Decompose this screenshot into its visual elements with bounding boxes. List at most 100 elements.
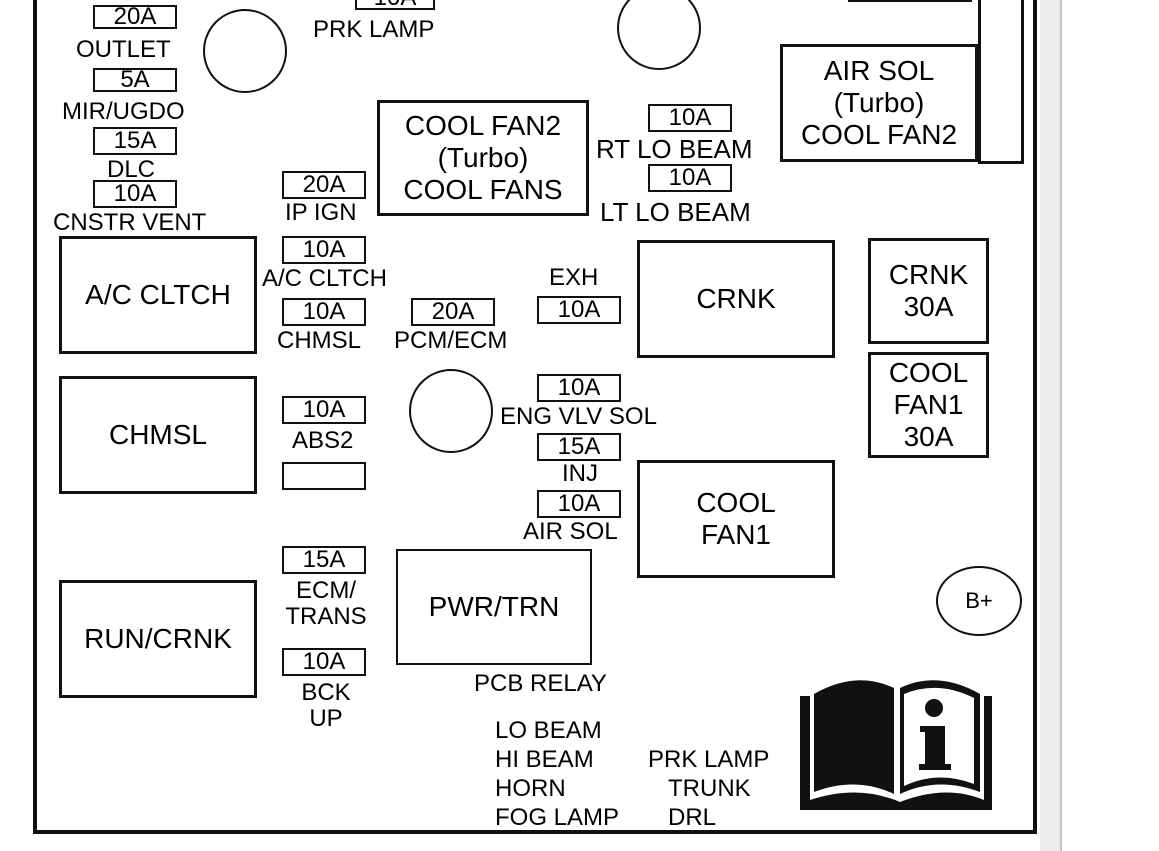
fuse-eng-vlv-sol-rating: 10A: [557, 374, 601, 401]
fuse-mir-ugdo: 5A: [93, 68, 177, 92]
fuse-abs2: 10A: [282, 396, 366, 424]
relay-cool-fan1-line2: FAN1: [700, 519, 771, 550]
circuit-fog-lamp: FOG LAMP: [495, 804, 620, 831]
pcb-relay-circuits-right: PRK LAMP TRUNK DRL: [648, 745, 769, 832]
fuse-bck-up: 10A: [282, 648, 366, 676]
relay-ac-cltch: A/C CLTCH: [59, 236, 257, 354]
fuse-pcm-ecm: 20A: [411, 298, 495, 326]
maxi-fuse-crnk: CRNK 30A: [868, 238, 989, 344]
fuse-exh: 10A: [537, 296, 621, 324]
window-gutter: [1040, 0, 1060, 851]
fuse-outlet: 20A: [93, 5, 177, 29]
circuit-hi-beam: HI BEAM: [495, 746, 594, 773]
fuse-ecm-trans-rating: 15A: [302, 546, 346, 573]
fuse-inj-label: INJ: [562, 460, 598, 487]
fuse-bck-up-label: BCK UP: [278, 680, 374, 732]
right-edge-slot: [978, 0, 1024, 164]
relay-chmsl-label: CHMSL: [108, 419, 207, 450]
relay-crnk-label: CRNK: [696, 283, 776, 314]
maxi-fuse-cool-fan1-line3: 30A: [903, 421, 954, 452]
top-partial-box: [848, 0, 972, 2]
pcb-relay-label: PCB RELAY: [474, 670, 607, 697]
fuse-ecm-trans-label1: ECM/: [296, 577, 356, 604]
fuse-outlet-rating: 20A: [113, 3, 157, 30]
fuse-exh-rating: 10A: [557, 296, 601, 323]
owners-manual-info-icon: [800, 680, 992, 810]
fuse-ac-cltch-label: A/C CLTCH: [262, 265, 387, 292]
fuse-air-sol-rating: 10A: [557, 490, 601, 517]
b-plus-label: B+: [965, 588, 993, 613]
fuse-dlc: 15A: [93, 127, 177, 155]
fuse-ip-ign-label: IP IGN: [285, 199, 357, 226]
relay-cool-fan1: COOL FAN1: [637, 460, 835, 578]
fuse-inj: 15A: [537, 433, 621, 461]
maxi-fuse-crnk-line2: 30A: [903, 291, 954, 322]
fuse-top-partial: 10A: [355, 0, 435, 10]
relay-cool-fan2-line1: COOL FAN2: [404, 110, 562, 141]
window-edge: [1060, 0, 1062, 851]
fuse-bck-up-label2: UP: [309, 705, 343, 732]
fuse-rt-lo-beam: 10A: [648, 104, 732, 132]
fuse-eng-vlv-sol: 10A: [537, 374, 621, 402]
fuse-inj-rating: 15A: [557, 433, 601, 460]
relay-air-sol-line3: COOL FAN2: [800, 119, 958, 150]
circuit-horn: HORN: [495, 775, 566, 802]
fuse-chmsl: 10A: [282, 298, 366, 326]
fuse-chmsl-rating: 10A: [302, 298, 346, 325]
fuse-cnstr-vent-rating: 10A: [113, 180, 157, 207]
relay-chmsl: CHMSL: [59, 376, 257, 494]
fuse-cnstr-vent: 10A: [93, 180, 177, 208]
fuse-air-sol: 10A: [537, 490, 621, 518]
fuse-dlc-rating: 15A: [113, 127, 157, 154]
circuit-drl: DRL: [668, 804, 717, 831]
fuse-ac-cltch: 10A: [282, 236, 366, 264]
fuse-bck-up-label1: BCK: [301, 679, 351, 706]
relay-air-sol-line1: AIR SOL: [823, 55, 935, 86]
fuse-pcm-ecm-label: PCM/ECM: [394, 327, 508, 354]
fuse-lt-lo-beam-label: LT LO BEAM: [600, 197, 751, 227]
circuit-trunk: TRUNK: [668, 775, 751, 802]
fuse-ac-cltch-rating: 10A: [302, 236, 346, 263]
relay-run-crnk: RUN/CRNK: [59, 580, 257, 698]
fuse-exh-label: EXH: [549, 264, 599, 291]
fuse-top-partial-rating: 10A: [374, 0, 417, 10]
fuse-eng-vlv-sol-label: ENG VLV SOL: [500, 403, 657, 430]
fuse-rt-lo-beam-label: RT LO BEAM: [596, 134, 753, 164]
relay-pwr-trn-label: PWR/TRN: [428, 591, 560, 622]
fuse-pcm-ecm-rating: 20A: [431, 298, 475, 325]
relay-pwr-trn: PWR/TRN: [396, 549, 592, 665]
pcb-relay-circuits-left: LO BEAM HI BEAM HORN FOG LAMP: [495, 716, 619, 832]
maxi-fuse-cool-fan1-line2: FAN1: [893, 389, 964, 420]
fuse-abs2-label: ABS2: [292, 427, 354, 454]
fuse-ip-ign-rating: 20A: [302, 171, 346, 198]
prk-lamp-top-label: PRK LAMP: [313, 16, 435, 43]
fuse-mir-ugdo-label: MIR/UGDO: [62, 98, 185, 125]
relay-cool-fan2: COOL FAN2 (Turbo) COOL FANS: [377, 100, 589, 216]
fuse-chmsl-label: CHMSL: [277, 327, 362, 354]
maxi-fuse-cool-fan1: COOL FAN1 30A: [868, 352, 989, 458]
circuit-lo-beam: LO BEAM: [495, 717, 602, 744]
fuse-ecm-trans-label: ECM/ TRANS: [278, 578, 374, 630]
fuse-lt-lo-beam-rating: 10A: [668, 164, 712, 191]
relay-air-sol: AIR SOL (Turbo) COOL FAN2: [780, 44, 978, 162]
fuse-cnstr-vent-label: CNSTR VENT: [53, 209, 207, 236]
circuit-prk-lamp: PRK LAMP: [648, 746, 770, 773]
mount-hole-center: [409, 369, 493, 453]
relay-ac-cltch-label: A/C CLTCH: [85, 279, 231, 310]
mount-hole-top-center: [617, 0, 701, 70]
b-plus-terminal: B+: [936, 566, 1022, 636]
fuse-ecm-trans: 15A: [282, 546, 366, 574]
mount-hole-top-left: [203, 9, 287, 93]
relay-cool-fan1-line1: COOL: [696, 487, 776, 518]
maxi-fuse-crnk-line1: CRNK: [888, 259, 969, 290]
relay-cool-fan2-line2: (Turbo): [437, 142, 529, 173]
relay-run-crnk-label: RUN/CRNK: [84, 623, 232, 654]
fuse-abs2-rating: 10A: [302, 396, 346, 423]
fuse-outlet-label: OUTLET: [76, 36, 171, 63]
fuse-rt-lo-beam-rating: 10A: [668, 104, 712, 131]
fuse-mir-ugdo-rating: 5A: [120, 66, 150, 93]
fuse-lt-lo-beam: 10A: [648, 164, 732, 192]
fuse-air-sol-label: AIR SOL: [523, 518, 618, 545]
fuse-block-frame: [33, 0, 1037, 834]
fuse-bck-up-rating: 10A: [302, 648, 346, 675]
